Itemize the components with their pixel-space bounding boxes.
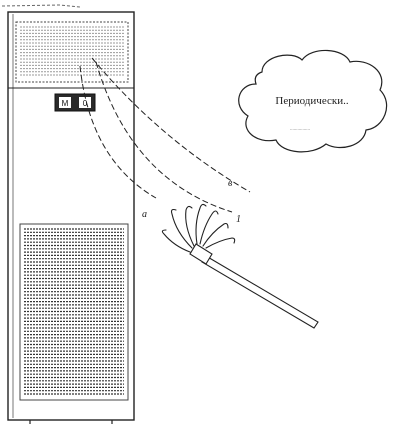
arc-label-mid: 1: [236, 214, 241, 225]
arc-label-lower: а: [142, 209, 147, 220]
top-air-outlet-frame: [16, 22, 128, 82]
duster-bristles: [162, 204, 234, 252]
scan-artifact-top: [2, 5, 80, 7]
speech-cloud-text: Периодически..: [275, 95, 348, 107]
arc-label-upper: в: [228, 178, 233, 189]
duster-handle: [202, 256, 318, 328]
control-display-left-glyph: M: [62, 99, 69, 108]
air-conditioner-unit: M 0: [8, 12, 134, 424]
speech-cloud: Периодически.. ................: [239, 50, 387, 151]
speech-cloud-subtext: ................: [290, 127, 310, 132]
